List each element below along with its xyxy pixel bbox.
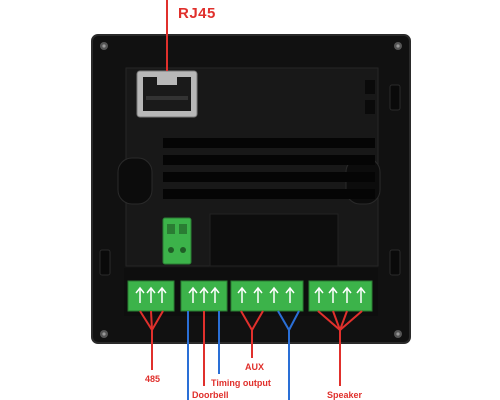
- aux-blue-leader-lines: [277, 310, 300, 400]
- side-vent-2: [389, 249, 401, 276]
- terminal-block-speaker: [308, 280, 373, 312]
- terminal-block-doorbell: [180, 280, 228, 312]
- speaker-leader-lines: [317, 310, 363, 386]
- aux-label: AUX: [245, 362, 265, 372]
- side-vent-3: [99, 249, 111, 276]
- speaker-label: Speaker: [327, 390, 363, 400]
- left-mount-slot: [117, 157, 153, 205]
- upper-right-notch: [365, 80, 375, 94]
- rj45-label: RJ45: [178, 5, 216, 22]
- lower-recess: [209, 213, 339, 267]
- 485-label: 485: [145, 374, 161, 384]
- timing-output-label: Timing output: [211, 378, 271, 388]
- screw-bottom-left: [100, 330, 108, 338]
- 485-leader-lines: [139, 310, 164, 370]
- screw-top-right: [394, 42, 402, 50]
- screw-bottom-right: [394, 330, 402, 338]
- terminal-block-aux: [230, 280, 304, 312]
- upper-right-notch-2: [365, 100, 375, 114]
- power-terminal: [162, 217, 192, 265]
- side-vent-1: [389, 84, 401, 111]
- vent-slots: [163, 138, 375, 199]
- aux-leader-lines: [240, 310, 264, 358]
- terminal-block-485: [127, 280, 175, 312]
- screw-top-left: [100, 42, 108, 50]
- rj45-jack: [136, 70, 198, 118]
- doorbell-label: Doorbell: [192, 390, 229, 400]
- doorbell-leader-lines: [187, 311, 205, 400]
